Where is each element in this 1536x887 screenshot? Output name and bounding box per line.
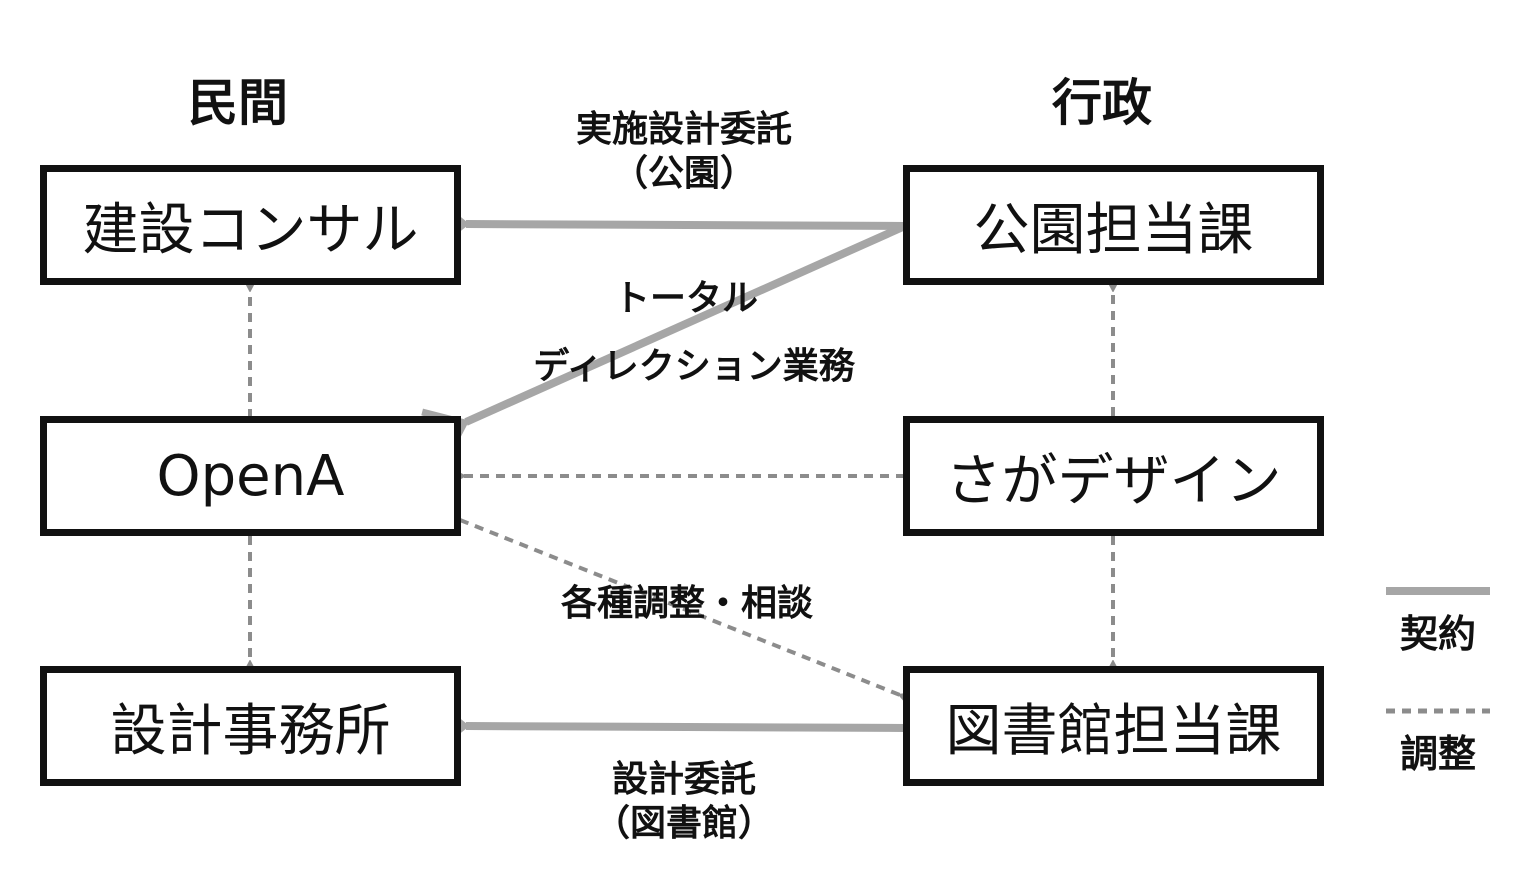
node-architect: 設計事務所 <box>40 666 461 786</box>
label-park-design: 実施設計委託 （公園） <box>534 108 834 196</box>
node-saga-design: さがデザイン <box>903 416 1324 536</box>
node-opena-label: OpenA <box>156 443 345 509</box>
node-architect-label: 設計事務所 <box>110 698 391 764</box>
node-library-label: 図書館担当課 <box>945 698 1282 764</box>
label-library-design-line2: （図書館） <box>593 803 774 844</box>
label-total-direction-line2: ディレクション業務 <box>533 346 855 387</box>
label-park-design-line1: 実施設計委託 <box>575 109 792 150</box>
arrow-library-design <box>466 726 906 728</box>
node-library: 図書館担当課 <box>903 666 1324 786</box>
label-total-direction-line1: トータル <box>613 278 758 319</box>
node-consultant-label: 建設コンサル <box>82 197 419 263</box>
node-parks-label: 公園担当課 <box>973 197 1254 263</box>
arrow-total-direction <box>466 222 907 422</box>
label-library-design-line1: 設計委託 <box>611 759 756 800</box>
label-coordination: 各種調整・相談 <box>560 583 813 624</box>
column-heading-government: 行政 <box>1052 74 1152 132</box>
label-park-design-line2: （公園） <box>611 153 756 194</box>
node-opena: OpenA <box>40 416 461 536</box>
label-library-design: 設計委託 （図書館） <box>534 758 834 846</box>
node-parks: 公園担当課 <box>903 165 1324 285</box>
column-heading-private: 民間 <box>188 74 288 132</box>
arrow-park-design <box>466 224 906 226</box>
node-consultant: 建設コンサル <box>40 165 461 285</box>
node-saga-design-label: さがデザイン <box>945 448 1282 514</box>
legend-contract-label: 契約 <box>1399 612 1476 656</box>
legend-adjust-label: 調整 <box>1399 732 1476 776</box>
